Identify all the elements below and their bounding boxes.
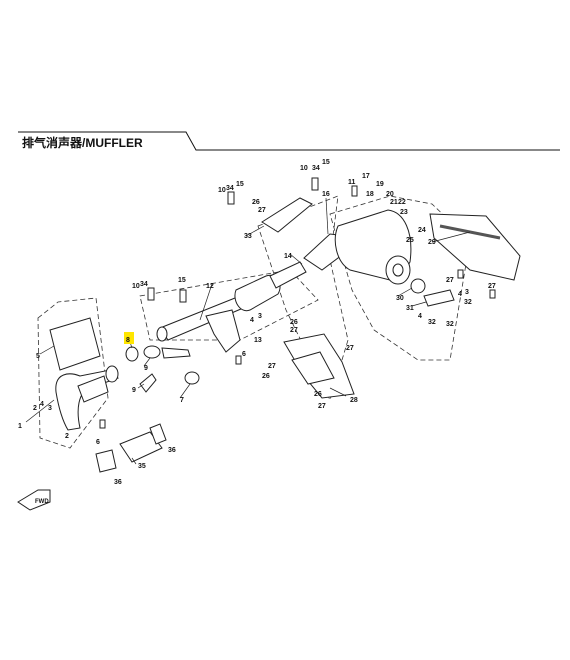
label-22: 22 [398, 199, 406, 206]
label-32c: 32 [464, 299, 472, 306]
label-1: 1 [18, 423, 22, 430]
label-27g: 27 [488, 283, 496, 290]
label-30: 30 [396, 295, 404, 302]
gasket-36-b [149, 423, 167, 445]
tail-tip [423, 289, 455, 307]
muffler-body [334, 209, 412, 285]
label-19: 19 [376, 181, 384, 188]
bolt-set [99, 177, 496, 429]
label-3c: 3 [465, 289, 469, 296]
label-32a: 32 [428, 319, 436, 326]
label-10a: 10 [218, 187, 226, 194]
gasket-36 [95, 449, 117, 473]
label-27f: 27 [446, 277, 454, 284]
gasket-plate-35 [119, 431, 163, 463]
gasket-8 [125, 346, 139, 362]
label-16: 16 [322, 191, 330, 198]
label-9b: 9 [132, 387, 136, 394]
label-18: 18 [366, 191, 374, 198]
label-27e: 27 [318, 403, 326, 410]
label-35: 35 [138, 463, 146, 470]
label-10c: 10 [300, 165, 308, 172]
label-33: 33 [244, 233, 252, 240]
svg-text:FWD: FWD [35, 499, 49, 505]
lower-heat-shield [283, 333, 355, 399]
label-6a: 6 [96, 439, 100, 446]
label-20: 20 [386, 191, 394, 198]
muffler-group-outline [329, 195, 471, 361]
flange-clamp [143, 345, 161, 359]
diagram-title: 排气消声器/MUFFLER [22, 136, 143, 150]
label-15c: 15 [322, 159, 330, 166]
label-34c: 34 [312, 165, 320, 172]
exhaust-manifold [55, 365, 119, 431]
label-27a: 27 [258, 207, 266, 214]
label-10b: 10 [132, 283, 140, 290]
tail-ring [410, 278, 426, 294]
o2-sensor-front [161, 347, 191, 359]
label-8: 8 [126, 337, 130, 344]
part-labels: 1 2 2 3 3 3 4 4 4 4 5 6 6 7 8 9 9 10 10 … [18, 159, 496, 486]
label-34b: 34 [140, 281, 148, 288]
label-27c: 27 [268, 363, 276, 370]
label-2a: 2 [33, 405, 37, 412]
label-21: 21 [390, 199, 398, 206]
label-15b: 15 [178, 277, 186, 284]
label-26b: 26 [290, 319, 298, 326]
label-26c: 26 [262, 373, 270, 380]
o2-sensor-rear [139, 373, 157, 393]
midpipe-group-outline [139, 269, 319, 341]
label-6b: 6 [242, 351, 246, 358]
label-15a: 15 [236, 181, 244, 188]
heatshield-group-outline [257, 195, 349, 402]
label-29: 29 [428, 239, 436, 246]
manifold-heat-shield [49, 317, 101, 371]
label-26d: 26 [314, 391, 322, 398]
label-12: 12 [206, 283, 214, 290]
mount-ring [184, 371, 200, 385]
label-32b: 32 [446, 321, 454, 328]
label-36a: 36 [114, 479, 122, 486]
label-7: 7 [180, 397, 184, 404]
front-pipe-catalyst [156, 261, 307, 342]
title-frame [18, 131, 560, 151]
upper-heat-shield [261, 197, 313, 233]
label-23: 23 [400, 209, 408, 216]
part-8-highlight [124, 332, 134, 344]
label-2b: 2 [65, 433, 69, 440]
label-13: 13 [254, 337, 262, 344]
muffler-side-cover [429, 213, 521, 281]
label-4d: 4 [458, 291, 462, 298]
label-17: 17 [362, 173, 370, 180]
label-31: 31 [406, 305, 414, 312]
label-27b: 27 [290, 327, 298, 334]
label-3a: 3 [48, 405, 52, 412]
label-28: 28 [350, 397, 358, 404]
label-25: 25 [406, 237, 414, 244]
label-26a: 26 [252, 199, 260, 206]
manifold-group-outline [37, 297, 109, 449]
label-36b: 36 [168, 447, 176, 454]
pipe-bracket [205, 309, 241, 353]
label-5: 5 [36, 353, 40, 360]
label-14: 14 [284, 253, 292, 260]
fwd-arrow-icon: FWD [17, 489, 51, 511]
label-4b: 4 [250, 317, 254, 324]
label-9a: 9 [144, 365, 148, 372]
label-27d: 27 [346, 345, 354, 352]
label-4c: 4 [418, 313, 422, 320]
label-4a: 4 [40, 401, 44, 408]
label-34a: 34 [226, 185, 234, 192]
label-3b: 3 [258, 313, 262, 320]
label-24: 24 [418, 227, 426, 234]
label-11: 11 [348, 179, 356, 186]
